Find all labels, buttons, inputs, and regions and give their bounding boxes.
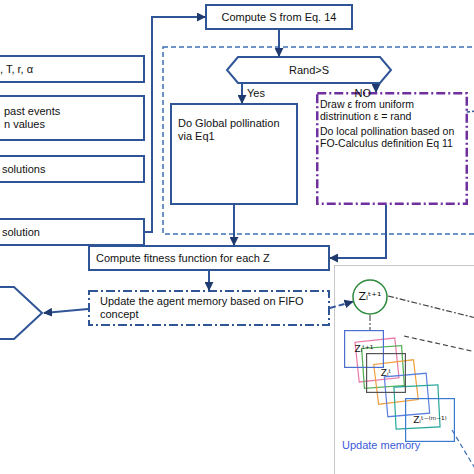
- node-text: Do Global pollination via Eq1: [178, 117, 292, 143]
- node-text: Rand>S: [289, 64, 329, 77]
- node-text: Update the agent memory based on FIFO co…: [100, 295, 326, 321]
- node-text: Do local pollination based on FO-Calculu…: [320, 125, 465, 150]
- node-text: , T, r, α: [0, 63, 33, 76]
- memory-slot: [384, 373, 429, 417]
- node-shape: [335, 266, 474, 474]
- node-shape: [406, 399, 455, 442]
- branch-label: Yes: [247, 87, 265, 99]
- node-text: Zᵢᵗ⁺¹: [359, 291, 382, 304]
- text-holder: Zᵢᵗ⁺¹: [344, 330, 384, 368]
- node-shape: [317, 93, 467, 204]
- leader-line: [404, 336, 474, 352]
- memory-slot: Zᵢᵗ: [366, 353, 406, 393]
- process-box: Compute S from Eq. 14: [205, 4, 353, 30]
- flow-connector: [208, 271, 210, 290]
- flow-connector: [241, 84, 243, 103]
- node-shape: [353, 280, 387, 314]
- node-shape: [0, 156, 144, 182]
- node-text: Compute fitness function for each Z: [96, 252, 270, 265]
- branch-label: NO: [355, 87, 372, 99]
- node-shape: [367, 354, 406, 393]
- loop-container: [163, 47, 474, 234]
- memory-slot: Zᵢᵗ⁻⁽ᵐ⁻¹⁾: [405, 398, 455, 442]
- flow-connector: [278, 30, 280, 56]
- text-holder: solution: [0, 218, 145, 246]
- flow-connector: [369, 315, 370, 330]
- text-holder: Draw ε from uniform distrinution ε = ran…: [316, 92, 468, 205]
- text-holder: , T, r, α: [0, 55, 145, 83]
- node-shape: [89, 291, 329, 325]
- node-shape: [0, 56, 144, 82]
- text-holder: Do Global pollination via Eq1: [170, 103, 298, 205]
- node-text: solution: [2, 226, 40, 239]
- node-text: Compute S from Eq. 14: [222, 11, 337, 24]
- node-text: past events n values: [4, 105, 66, 131]
- node-shape: [0, 96, 144, 140]
- inset-illustration: Update memoryZᵢᵗ⁺¹Zᵢᵗ⁺¹ZᵢᵗZᵢᵗ⁻⁽ᵐ⁻¹⁾: [334, 265, 474, 474]
- process-box: Do Global pollination via Eq1: [170, 103, 298, 205]
- node-text: Zᵢᵗ⁻⁽ᵐ⁻¹⁾: [413, 415, 447, 426]
- memory-slot: [374, 360, 419, 405]
- process-box: Compute fitness function for each Z: [88, 245, 330, 271]
- text-holder: Compute S from Eq. 14: [205, 4, 353, 30]
- memory-slot: [355, 338, 399, 382]
- text-holder: Compute fitness function for each Z: [88, 245, 330, 271]
- text-holder: Zᵢᵗ⁻⁽ᵐ⁻¹⁾: [405, 398, 455, 442]
- node-text: Zᵢᵗ: [381, 368, 391, 379]
- text-holder: Zᵢᵗ⁺¹: [352, 279, 388, 315]
- process-box: Draw ε from uniform distrinution ε = ran…: [316, 92, 468, 205]
- leader-line: [452, 430, 474, 470]
- flow-arrow: [44, 309, 88, 313]
- node-shape: [345, 331, 384, 368]
- node-shape: [227, 57, 391, 83]
- flow-connector: [233, 205, 235, 245]
- text-holder: solutions: [0, 155, 145, 183]
- node-text: Draw ε from uniform distrinution ε = ran…: [320, 98, 465, 123]
- node-text: Zᵢᵗ⁺¹: [355, 344, 374, 355]
- node-shape: [171, 104, 297, 204]
- flow-connector: [375, 84, 377, 92]
- input-box: solution: [0, 218, 145, 246]
- text-holder: past events n values: [0, 95, 145, 141]
- node-shape: [89, 246, 329, 270]
- text-holder: Update the agent memory based on FIFO co…: [88, 290, 330, 326]
- input-box: solutions: [0, 155, 145, 183]
- flow-connector: [330, 302, 353, 308]
- leader-line: [388, 296, 474, 318]
- memory-slot: Zᵢᵗ⁺¹: [344, 330, 384, 368]
- terminator-shape: [0, 287, 42, 339]
- text-holder: Rand>S: [226, 56, 392, 84]
- text-holder: Zᵢᵗ: [366, 353, 406, 393]
- node-shape: [206, 5, 352, 29]
- process-box: Update the agent memory based on FIFO co…: [88, 290, 330, 326]
- agent-circle: Zᵢᵗ⁺¹: [352, 279, 388, 315]
- node-shape: [0, 219, 144, 245]
- input-box: past events n values: [0, 95, 145, 141]
- flow-connector: [330, 205, 386, 258]
- decision-diamond: Rand>S: [226, 56, 392, 84]
- input-box: , T, r, α: [0, 55, 145, 83]
- node-text: solutions: [2, 163, 45, 176]
